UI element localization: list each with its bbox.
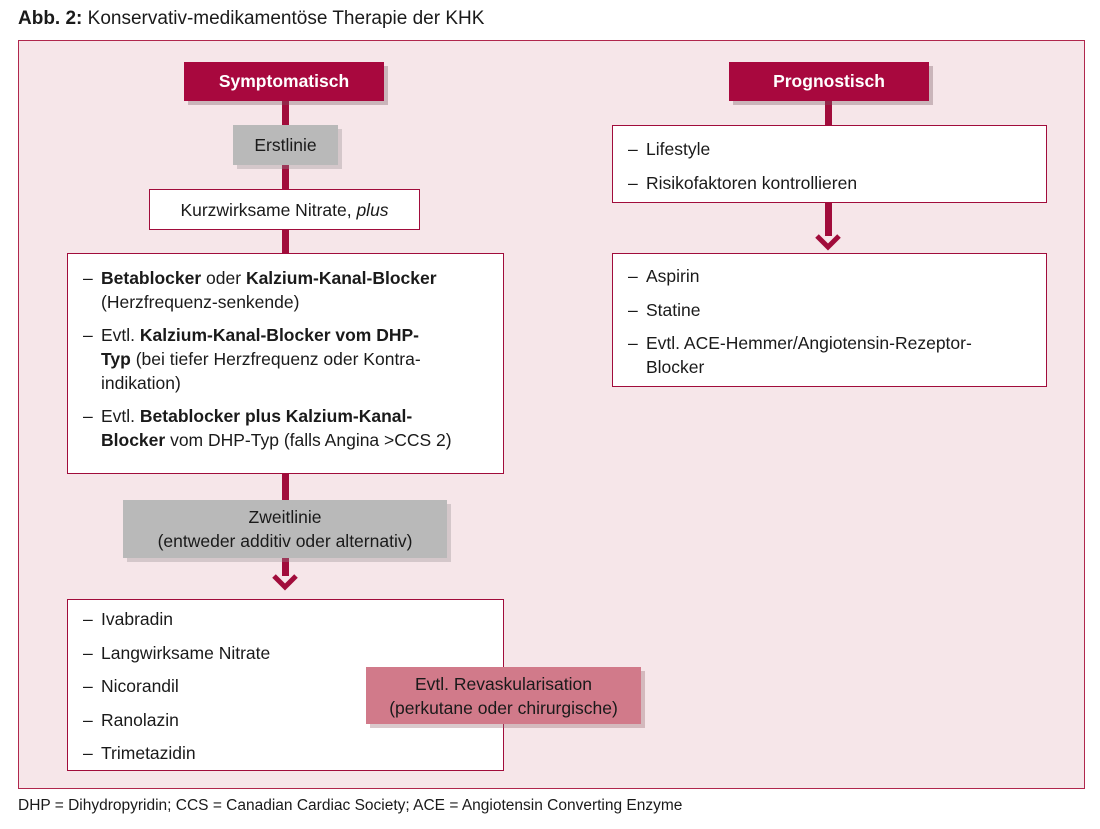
revaskularisation-line2: (perkutane oder chirurgische) <box>389 697 618 718</box>
item-text: Evtl. ACE-Hemmer/Angiotensin-Rezeptor- <box>646 333 972 353</box>
list-item: – Betablocker oder Kalzium-Kanal-Blocker… <box>68 266 503 314</box>
arrow-down-icon <box>815 234 841 251</box>
zweitlinie-line2: (entweder additiv oder alternativ) <box>157 531 413 551</box>
dash-mark: – <box>83 268 93 288</box>
dash-mark: – <box>83 406 93 426</box>
revaskularisation-line1: Evtl. Revaskularisation <box>414 673 593 694</box>
lifestyle-list: – Lifestyle – Risikofaktoren kontrollier… <box>613 137 1046 195</box>
item-bold: Blocker <box>101 430 166 450</box>
item-text: Evtl. <box>101 406 140 426</box>
caption-label: Abb. 2: <box>18 8 83 29</box>
item-text: Statine <box>646 299 701 320</box>
secondline-list-box: – Ivabradin – Langwirksame Nitrate – Nic… <box>67 599 504 771</box>
header-symptomatisch: Symptomatisch <box>184 62 384 101</box>
nitrate-text: Kurzwirksame Nitrate, <box>180 199 357 220</box>
list-item: – Ranolazin <box>68 708 503 732</box>
figure-caption: Abb. 2: Konservativ-medikamentöse Therap… <box>18 8 484 30</box>
dash-mark: – <box>83 642 93 663</box>
dash-mark: – <box>628 333 638 353</box>
list-item: – Risikofaktoren kontrollieren <box>613 171 1046 195</box>
dash-mark: – <box>628 299 638 320</box>
item-text: Aspirin <box>646 266 700 286</box>
item-text: Trimetazidin <box>101 743 196 763</box>
prognostic-drug-list-box: – Aspirin – Statine – Evtl. ACE-Hemmer/A… <box>612 253 1047 387</box>
list-item: – Langwirksame Nitrate <box>68 641 503 665</box>
item-text: Nicorandil <box>101 676 179 696</box>
list-item: – Ivabradin <box>68 607 503 631</box>
item-bold: Betablocker plus Kalzium-Kanal- <box>139 406 413 426</box>
item-bold: Kalzium-Kanal-Blocker <box>245 268 437 288</box>
list-item: – Aspirin <box>613 264 1046 288</box>
revaskularisation-box: Evtl. Revaskularisation (perkutane oder … <box>366 667 641 724</box>
list-item: – Lifestyle <box>613 137 1046 161</box>
erstlinie-label: Erstlinie <box>254 135 317 155</box>
dash-mark: – <box>83 743 93 763</box>
item-text: Langwirksame Nitrate <box>101 642 271 663</box>
item-text: indikation) <box>101 373 181 393</box>
lifestyle-list-box: – Lifestyle – Risikofaktoren kontrollier… <box>612 125 1047 203</box>
item-text: Ranolazin <box>101 709 179 730</box>
erstlinie-box: Erstlinie <box>233 125 338 165</box>
connector-right-middle <box>825 202 832 236</box>
item-text: Evtl. <box>101 325 140 345</box>
dash-mark: – <box>83 676 93 696</box>
connector-right-top <box>825 100 832 128</box>
item-text: Blocker <box>646 357 705 377</box>
header-prognostisch: Prognostisch <box>729 62 929 101</box>
header-prognostisch-label: Prognostisch <box>773 71 885 91</box>
secondline-list: – Ivabradin – Langwirksame Nitrate – Nic… <box>68 607 503 765</box>
item-text: (Herzfrequenz-senkende) <box>101 292 300 312</box>
item-text: (bei tiefer Herzfrequenz oder Kontra- <box>130 349 421 369</box>
list-item: – Nicorandil <box>68 674 503 698</box>
nitrate-line: Kurzwirksame Nitrate, plus <box>150 190 419 229</box>
item-bold: Betablocker <box>101 268 202 288</box>
prognostic-drug-list: – Aspirin – Statine – Evtl. ACE-Hemmer/A… <box>613 264 1046 379</box>
caption-title: Konservativ-medikamentöse Therapie der K… <box>87 8 485 29</box>
firstline-list: – Betablocker oder Kalzium-Kanal-Blocker… <box>68 266 503 452</box>
dash-mark: – <box>83 609 93 629</box>
list-item: – Evtl. Kalzium-Kanal-Blocker vom DHP- T… <box>68 323 503 395</box>
nitrate-box: Kurzwirksame Nitrate, plus <box>149 189 420 230</box>
list-item: – Statine <box>613 298 1046 322</box>
footnote: DHP = Dihydropyridin; CCS = Canadian Car… <box>18 797 683 814</box>
item-text: Risikofaktoren kontrollieren <box>646 172 858 193</box>
arrow-down-icon <box>272 574 298 591</box>
list-item: – Evtl. ACE-Hemmer/Angiotensin-Rezeptor-… <box>613 331 1046 379</box>
zweitlinie-line1: Zweitlinie <box>248 507 322 527</box>
zweitlinie-box: Zweitlinie (entweder additiv oder altern… <box>123 500 447 558</box>
dash-mark: – <box>83 325 93 345</box>
dash-mark: – <box>628 172 638 193</box>
item-text: vom DHP-Typ (falls Angina >CCS 2) <box>165 430 452 450</box>
item-text: Lifestyle <box>646 139 711 159</box>
list-item: – Evtl. Betablocker plus Kalzium-Kanal- … <box>68 404 503 452</box>
item-text: Ivabradin <box>101 609 173 629</box>
dash-mark: – <box>628 139 638 159</box>
header-symptomatisch-label: Symptomatisch <box>218 71 350 91</box>
nitrate-emph: plus <box>356 199 389 220</box>
firstline-list-box: – Betablocker oder Kalzium-Kanal-Blocker… <box>67 253 504 474</box>
item-bold: Typ <box>101 349 131 369</box>
list-item: – Trimetazidin <box>68 741 503 765</box>
dash-mark: – <box>628 266 638 286</box>
item-text: oder <box>201 268 246 288</box>
item-bold: Kalzium-Kanal-Blocker vom DHP- <box>139 325 419 345</box>
dash-mark: – <box>83 709 93 730</box>
